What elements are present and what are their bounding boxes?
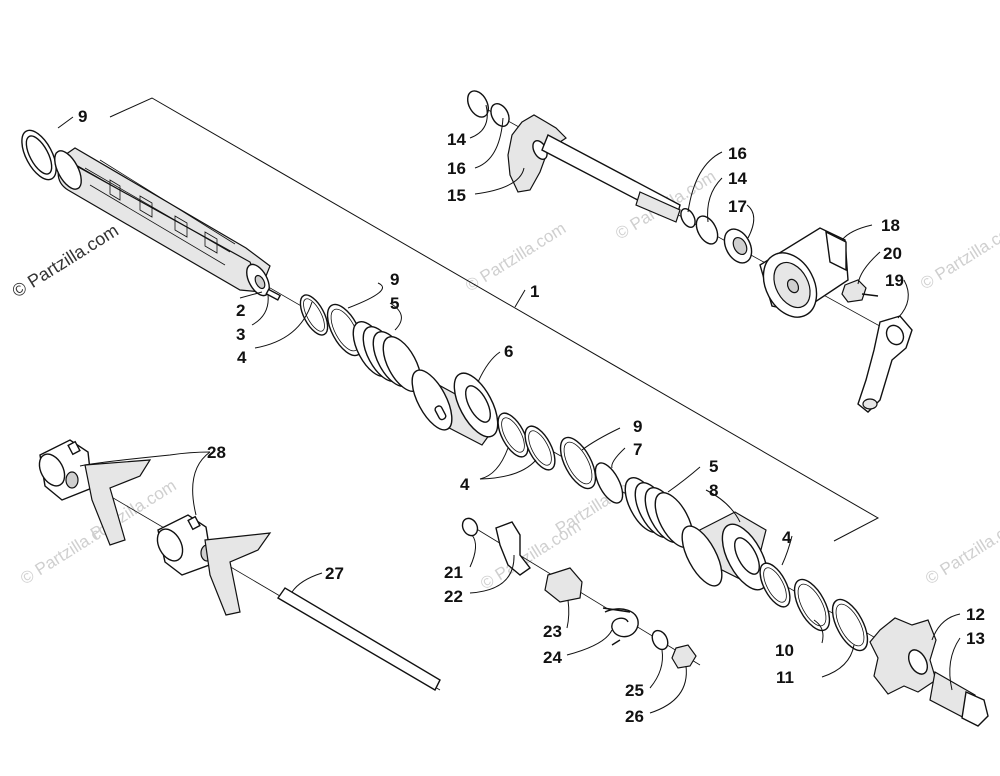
callout-22: 22 xyxy=(444,587,463,606)
callout-27: 27 xyxy=(325,564,344,583)
watermark: © Partzilla.com xyxy=(922,512,1000,589)
snap-ring xyxy=(299,294,329,336)
watermark: © Partzilla.com xyxy=(917,217,1000,294)
callouts: 1 2 3 4 4 4 9 5 5 6 7 8 9 9 10 11 12 13 … xyxy=(78,107,985,726)
washer-clip xyxy=(559,436,624,504)
callout-12: 12 xyxy=(966,605,985,624)
callout-8: 8 xyxy=(709,481,718,500)
callout-9: 9 xyxy=(390,270,399,289)
spring xyxy=(352,321,422,392)
callout-26: 26 xyxy=(625,707,644,726)
callout-28: 28 xyxy=(207,443,226,462)
assembly-bracket xyxy=(109,97,880,542)
callout-16: 16 xyxy=(447,159,466,178)
callout-3: 3 xyxy=(236,325,245,344)
callout-13: 13 xyxy=(966,629,985,648)
callout-9: 9 xyxy=(78,107,87,126)
watermark-main: © Partzilla.com xyxy=(9,220,122,301)
callout-20: 20 xyxy=(883,244,902,263)
shift-drum xyxy=(21,129,271,297)
callout-14: 14 xyxy=(728,169,747,188)
callout-17: 17 xyxy=(728,197,747,216)
callout-2: 2 xyxy=(236,301,245,320)
callout-7: 7 xyxy=(633,440,642,459)
pin xyxy=(265,288,282,301)
callout-6: 6 xyxy=(504,342,513,361)
callout-5: 5 xyxy=(390,294,399,313)
callout-10: 10 xyxy=(775,641,794,660)
callout-11: 11 xyxy=(776,668,794,687)
leader-lines xyxy=(57,104,961,714)
callout-5: 5 xyxy=(709,457,718,476)
callout-24: 24 xyxy=(543,648,562,667)
shift-forks xyxy=(38,439,441,691)
shift-cam xyxy=(411,369,501,446)
snap-ring-pair xyxy=(497,412,556,471)
callout-1: 1 xyxy=(530,282,539,301)
watermark: © Partzilla.com xyxy=(462,219,569,296)
callout-15: 15 xyxy=(447,186,466,205)
callout-21: 21 xyxy=(444,563,463,582)
callout-4: 4 xyxy=(237,348,247,367)
star-gear xyxy=(869,617,989,727)
end-rings xyxy=(759,562,869,652)
callout-9: 9 xyxy=(633,417,642,436)
callout-25: 25 xyxy=(625,681,644,700)
shift-cam-2 xyxy=(681,511,769,591)
callout-4: 4 xyxy=(460,475,470,494)
callout-18: 18 xyxy=(881,216,900,235)
stopper-lever-assembly xyxy=(461,517,701,669)
callout-19: 19 xyxy=(885,271,904,290)
callout-16: 16 xyxy=(728,144,747,163)
callout-23: 23 xyxy=(543,622,562,641)
callout-4: 4 xyxy=(782,528,792,547)
callout-14: 14 xyxy=(447,130,466,149)
